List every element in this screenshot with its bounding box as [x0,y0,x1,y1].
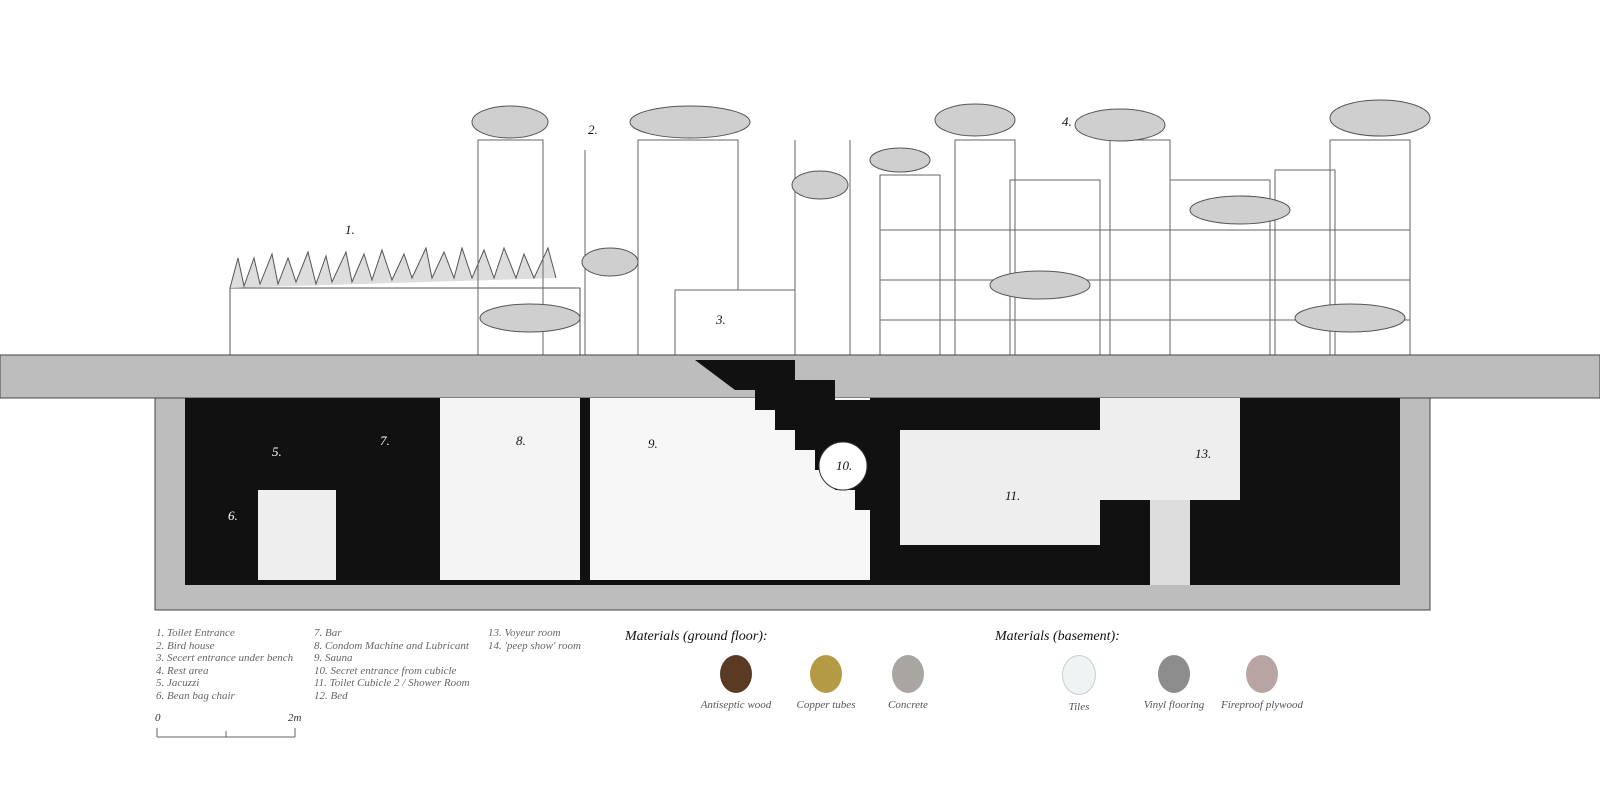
material-label: Fireproof plywood [1221,699,1303,711]
scale-start: 0 [155,712,161,724]
label-1: 1. [345,222,355,237]
voyeur-post [1150,500,1190,585]
scale-end: 2m [288,712,302,724]
label-11: 11. [1005,488,1021,503]
scale-bar [156,728,296,738]
material-swatch: Antiseptic wood [681,655,791,711]
material-sample [1246,655,1278,693]
material-label: Antiseptic wood [700,699,772,711]
label-6: 6. [228,508,238,523]
material-sample [720,655,752,693]
label-3: 3. [716,312,726,327]
material-swatch: Concrete [853,655,963,711]
label-10: 10. [836,458,853,473]
plant-foliage [471,99,1431,333]
material-label: Copper tubes [796,699,856,711]
material-label: Vinyl flooring [1143,699,1205,711]
steel-frames [477,139,1411,356]
material-label: Tiles [1068,701,1090,713]
label-5: 5. [272,444,282,459]
shower-area [440,398,580,580]
material-sample [1158,655,1190,693]
label-8: 8. [516,433,526,448]
material-swatch: Vinyl flooring [1119,655,1229,711]
material-swatch: Fireproof plywood [1207,655,1317,711]
label-4: 4. [1062,114,1072,129]
material-swatch: Tiles [1024,655,1134,713]
staircase [695,360,875,510]
label-13: 13. [1195,446,1212,461]
voyeur-room [1100,398,1240,500]
cubicle-block [900,430,1100,545]
label-9: 9. [648,436,658,451]
secret-bench [674,289,796,356]
label-7: 7. [380,433,390,448]
material-sample [892,655,924,693]
material-sample [810,655,842,693]
material-swatch: Copper tubes [771,655,881,711]
material-label: Concrete [888,699,928,711]
materials-ground-title: Materials (ground floor): [625,629,768,644]
materials-basement-title: Materials (basement): [995,629,1120,644]
secret-hatch [818,441,868,491]
jacuzzi [258,490,336,580]
material-sample [1062,655,1096,695]
toilet-entrance-planter [229,246,581,356]
label-2: 2. [588,122,598,137]
